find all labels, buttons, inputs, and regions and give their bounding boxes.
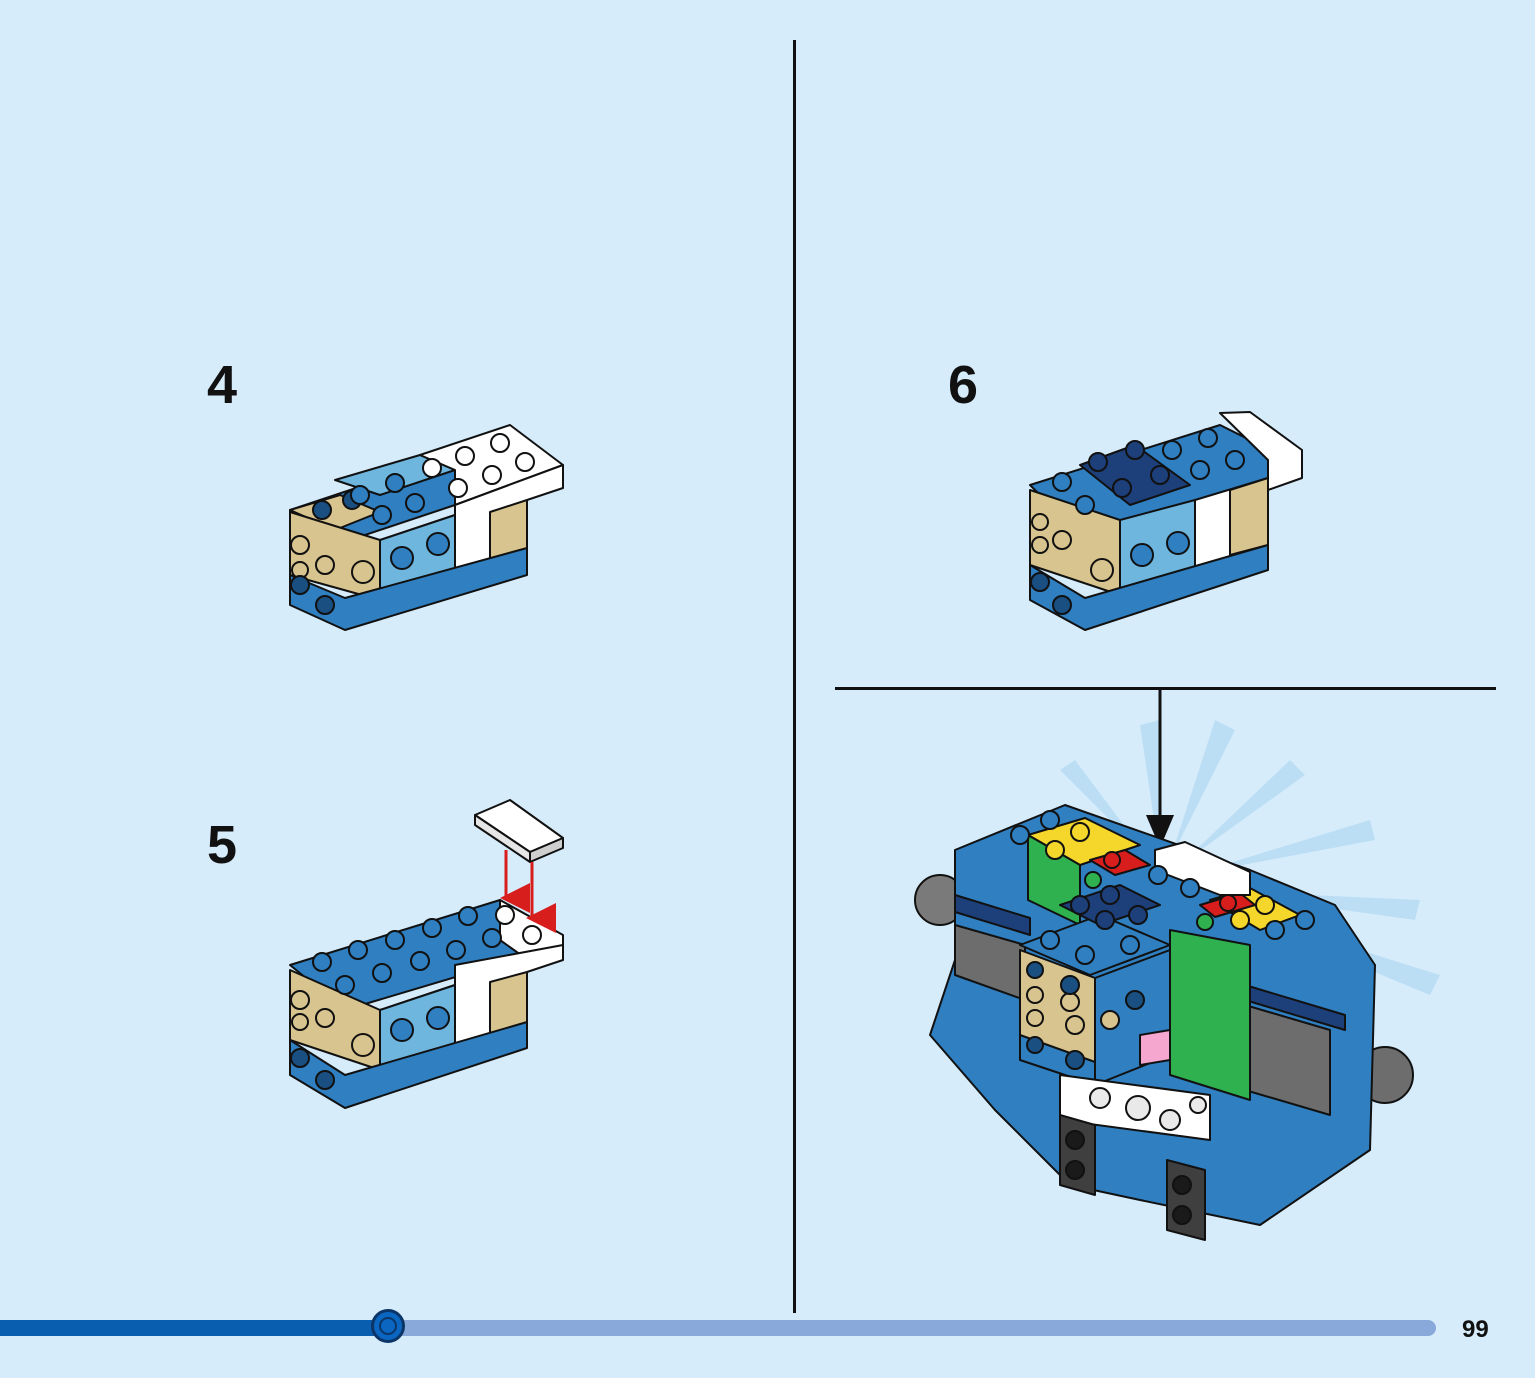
- horizontal-divider: [835, 687, 1496, 690]
- step-number-4: 4: [207, 355, 238, 415]
- step-5-model: [289, 799, 564, 1109]
- page-number: 99: [1462, 1316, 1489, 1343]
- progress-knob[interactable]: [371, 1309, 405, 1343]
- step-number-5: 5: [207, 815, 238, 875]
- final-assembly-model: [914, 804, 1414, 1241]
- step-6-model: [1029, 411, 1303, 631]
- progress-fill: [0, 1320, 388, 1336]
- step-4-model: [289, 424, 564, 631]
- assembly-arrow-head: [1146, 815, 1174, 848]
- progress-bar[interactable]: [0, 1309, 1436, 1343]
- step-number-6: 6: [948, 355, 979, 415]
- vertical-divider: [793, 40, 796, 1313]
- step-5-arrows: [500, 850, 556, 933]
